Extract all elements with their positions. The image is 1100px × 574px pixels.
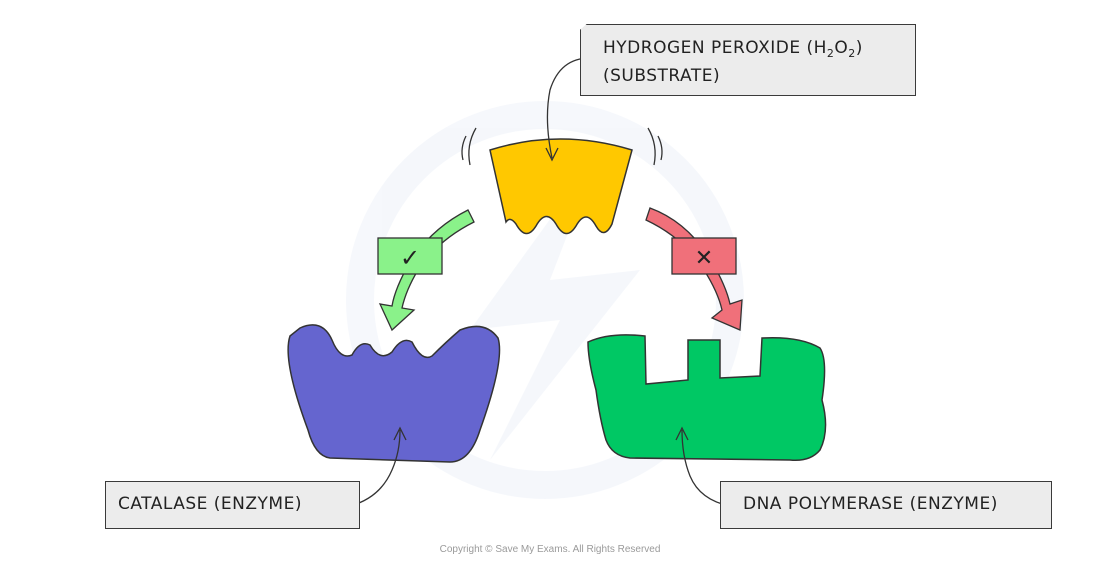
- incorrect-mark-box: [671, 237, 737, 275]
- dna-polymerase-enzyme-shape: [587, 334, 827, 462]
- copyright-notice: Copyright © Save My Exams. All Rights Re…: [439, 544, 661, 555]
- substrate-leader-line: [546, 57, 591, 159]
- incorrect-mark-icon: ✕: [695, 246, 713, 271]
- polymerase-leader-line: [681, 429, 731, 507]
- catalase-leader-line: [349, 429, 401, 507]
- correct-mark-icon: ✓: [400, 244, 420, 272]
- dna-polymerase-label: DNA POLYMERASE (ENZYME): [720, 481, 1052, 529]
- vibration-marks-icon: [461, 127, 663, 166]
- hydrogen-peroxide-substrate-shape: [489, 138, 633, 235]
- catalase-enzyme-shape: [287, 324, 501, 463]
- substrate-label-line1: HYDROGEN PEROXIDE (H2O2): [603, 38, 863, 60]
- substrate-label-line2: (SUBSTRATE): [603, 66, 721, 86]
- watermark-logo: [346, 101, 744, 499]
- catalase-label: CATALASE (ENZYME): [105, 481, 360, 529]
- substrate-label: HYDROGEN PEROXIDE (H2O2) (SUBSTRATE): [580, 24, 916, 96]
- correct-mark-box: [377, 237, 443, 275]
